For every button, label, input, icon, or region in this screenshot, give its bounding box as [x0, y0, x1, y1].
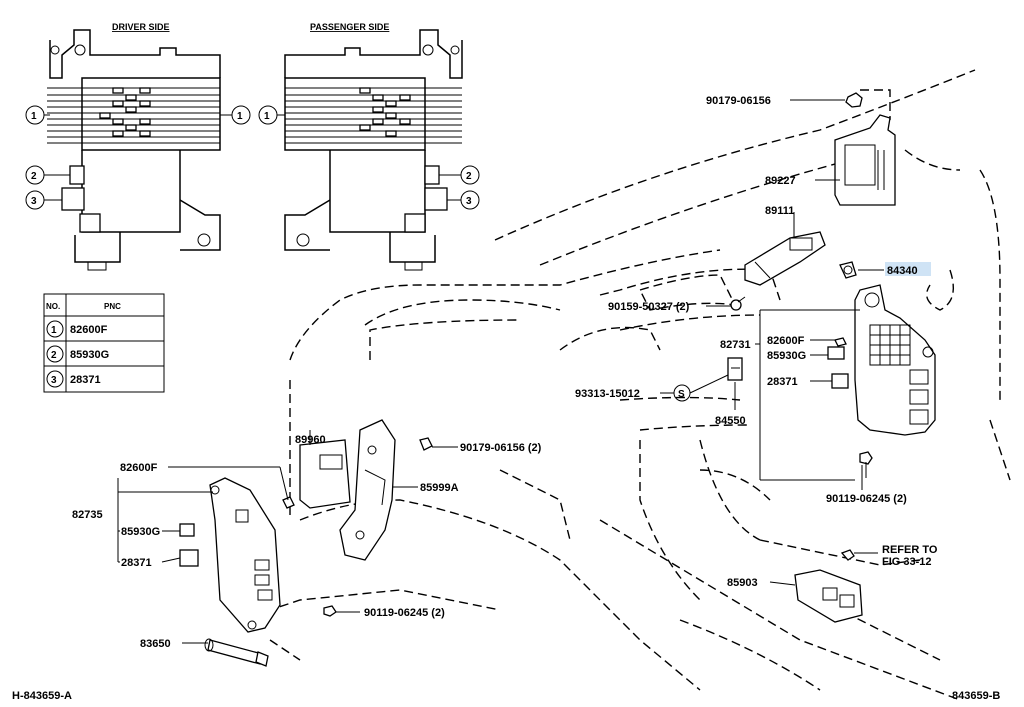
connector-84550: [727, 357, 743, 381]
label-85903: 85903: [727, 577, 758, 589]
passenger-side-header: PASSENGER SIDE: [310, 22, 389, 32]
label-84340: 84340: [887, 265, 918, 277]
leader-lines: [117, 99, 884, 644]
module-89960: [299, 439, 351, 509]
label-84550: 84550: [715, 415, 746, 427]
driver-side-junction-block: DRIVER SIDE: [47, 22, 221, 271]
switch-85903: [794, 549, 863, 623]
label-90179-06156-mid: 90179-06156 (2): [460, 442, 542, 454]
ecu-89227: [834, 114, 896, 206]
relay-2-driver: [69, 165, 85, 185]
label-28371-left: 28371: [121, 557, 152, 569]
bolt-90119-06245-right: [859, 451, 873, 478]
label-84340-highlight: [885, 262, 931, 276]
label-90119-06245-left: 90119-06245 (2): [364, 607, 445, 619]
label-82735: 82735: [72, 509, 103, 521]
junction-block-left: [209, 477, 281, 633]
fuse-82600F-right: [834, 337, 847, 347]
driver-side-header: DRIVER SIDE: [112, 22, 170, 32]
fuse-82600F-left: [282, 496, 295, 509]
relay-28371-left: [179, 549, 199, 567]
table-row-no: 3: [51, 375, 57, 386]
label-85999A: 85999A: [420, 482, 459, 494]
switch-84340: [839, 261, 857, 279]
label-refer-line2: FIG 33-12: [882, 556, 932, 568]
label-83650: 83650: [140, 638, 171, 650]
label-89227: 89227: [765, 175, 796, 187]
label-90119-06245-right: 90119-06245 (2): [826, 493, 907, 505]
callout-1: 1: [31, 111, 37, 122]
mount-hole: [74, 44, 86, 56]
table-row-no: 1: [51, 325, 57, 336]
pnc-table: NO. PNC 1 82600F 2 85930G 3 28371: [43, 293, 165, 393]
relay-3-driver: [61, 187, 85, 211]
callout-1-passenger: 1: [264, 111, 270, 122]
label-89960: 89960: [295, 434, 326, 446]
table-header-pnc: PNC: [104, 302, 121, 311]
passenger-side-junction-block: PASSENGER SIDE: [284, 22, 463, 271]
callout-3-passenger: 3: [466, 196, 472, 207]
table-row-pnc: 82600F: [70, 324, 108, 336]
relay-85930G-right: [827, 346, 845, 360]
relay-85930G-left: [179, 523, 195, 537]
label-85930G-left: 85930G: [121, 526, 160, 538]
label-28371-right: 28371: [767, 376, 798, 388]
bracket-85999A: [339, 419, 396, 561]
footer-right-code: 843659-B: [952, 690, 1000, 702]
label-90159-50327: 90159-50327 (2): [608, 301, 690, 313]
bolt-90179-06156-top: [845, 92, 863, 108]
table-row-pnc: 28371: [70, 374, 101, 386]
callout-3: 3: [31, 196, 37, 207]
footer-left-code: H-843659-A: [12, 690, 72, 702]
clip-90179-06156-mid: [419, 437, 433, 451]
part-83650: [204, 638, 269, 667]
junction-block-right: [854, 284, 936, 436]
relay-28371-right: [831, 373, 849, 389]
callout-1-center: 1: [237, 111, 243, 122]
bolt-90119-06245-left: [323, 605, 337, 617]
table-row-no: 2: [51, 350, 57, 361]
callout-2-passenger: 2: [466, 171, 472, 182]
label-90179-06156-top: 90179-06156: [706, 95, 771, 107]
passenger-callouts: 1 2 3: [258, 105, 480, 210]
part-labels: 90179-06156 89227 89111 84340 90159-5032…: [72, 95, 938, 650]
label-82600F-left: 82600F: [120, 462, 158, 474]
label-82731: 82731: [720, 339, 751, 351]
label-93313-15012: 93313-15012: [575, 388, 640, 400]
table-row-pnc: 85930G: [70, 349, 109, 361]
table-header-no: NO.: [46, 302, 60, 311]
label-89111: 89111: [765, 205, 794, 217]
bolt-90159-50327: [730, 296, 746, 311]
label-85930G-right: 85930G: [767, 350, 806, 362]
driver-callouts: 1 2 3 1: [25, 105, 251, 210]
sensor-89111: [744, 231, 826, 286]
label-82600F-right: 82600F: [767, 335, 805, 347]
s-marker: S: [678, 389, 685, 400]
callout-2: 2: [31, 171, 37, 182]
label-refer-line1: REFER TO: [882, 544, 938, 556]
